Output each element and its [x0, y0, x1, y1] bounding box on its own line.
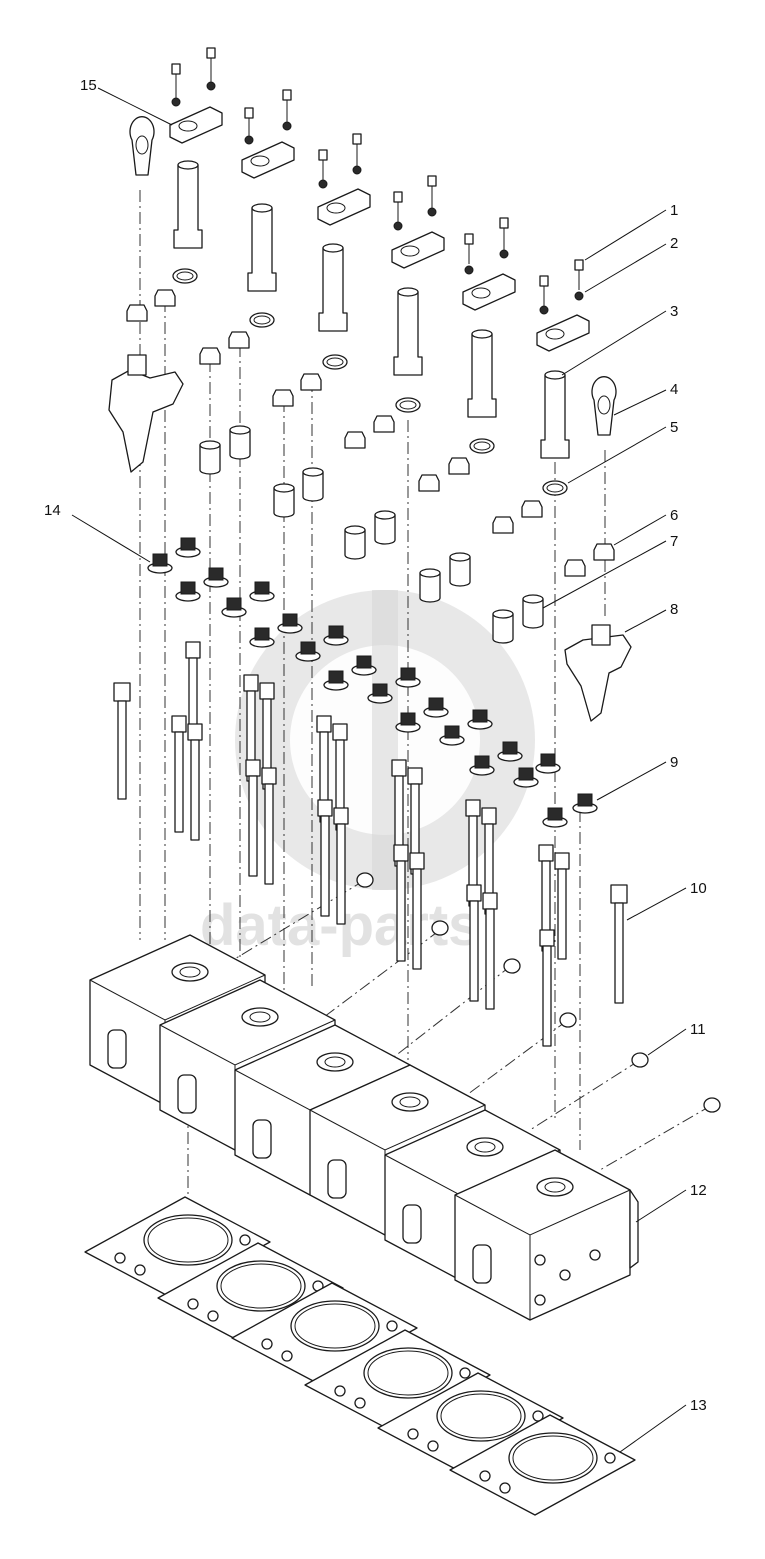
screw	[244, 107, 254, 145]
screw	[206, 47, 216, 91]
callout-7: 7	[670, 533, 678, 550]
bracket-assemblies	[108, 354, 632, 722]
callout-2: 2	[670, 235, 678, 252]
screw	[464, 233, 474, 275]
callout-9: 9	[670, 754, 678, 771]
screw	[282, 89, 292, 131]
callout-14: 14	[44, 502, 61, 519]
callout-12: 12	[690, 1182, 707, 1199]
cylinder-head	[454, 1149, 639, 1321]
head-bolts	[113, 641, 628, 1047]
cylinder-heads	[89, 934, 639, 1321]
head-gasket	[377, 1372, 564, 1474]
screw	[318, 149, 328, 189]
nuts	[126, 289, 615, 577]
callout-15: 15	[80, 77, 97, 94]
head-gaskets	[84, 1196, 636, 1516]
screw	[539, 275, 549, 315]
lifting-eyes	[129, 116, 617, 436]
callout-10: 10	[690, 880, 707, 897]
callout-8: 8	[670, 601, 678, 618]
callout-5: 5	[670, 419, 678, 436]
callout-3: 3	[670, 303, 678, 320]
head-gasket	[231, 1282, 418, 1384]
leader-lines	[71, 87, 687, 1453]
watermark: data-parts	[200, 590, 535, 958]
screws	[171, 47, 584, 315]
callout-labels: 1 2 3 4 5 6 7 8 9 10 11 12 13 14 15	[44, 77, 707, 1414]
callout-13: 13	[690, 1397, 707, 1414]
callout-11: 11	[690, 1021, 706, 1038]
callout-4: 4	[670, 381, 678, 398]
head-gasket	[304, 1329, 491, 1431]
head-gasket	[157, 1242, 344, 1344]
screw	[171, 63, 181, 107]
callout-1: 1	[670, 202, 678, 219]
head-gasket	[449, 1414, 636, 1516]
screw	[352, 133, 362, 175]
plugs	[356, 872, 721, 1113]
clamp-brackets	[169, 106, 590, 352]
screw	[393, 191, 403, 231]
injector-sleeves	[173, 160, 570, 459]
callout-6: 6	[670, 507, 678, 524]
spacer-bushings	[199, 425, 544, 644]
screw	[574, 259, 584, 301]
screw	[499, 217, 509, 259]
o-rings	[172, 268, 568, 496]
valve-stem-seals	[147, 537, 598, 828]
head-gasket	[84, 1196, 271, 1298]
screw	[427, 175, 437, 217]
